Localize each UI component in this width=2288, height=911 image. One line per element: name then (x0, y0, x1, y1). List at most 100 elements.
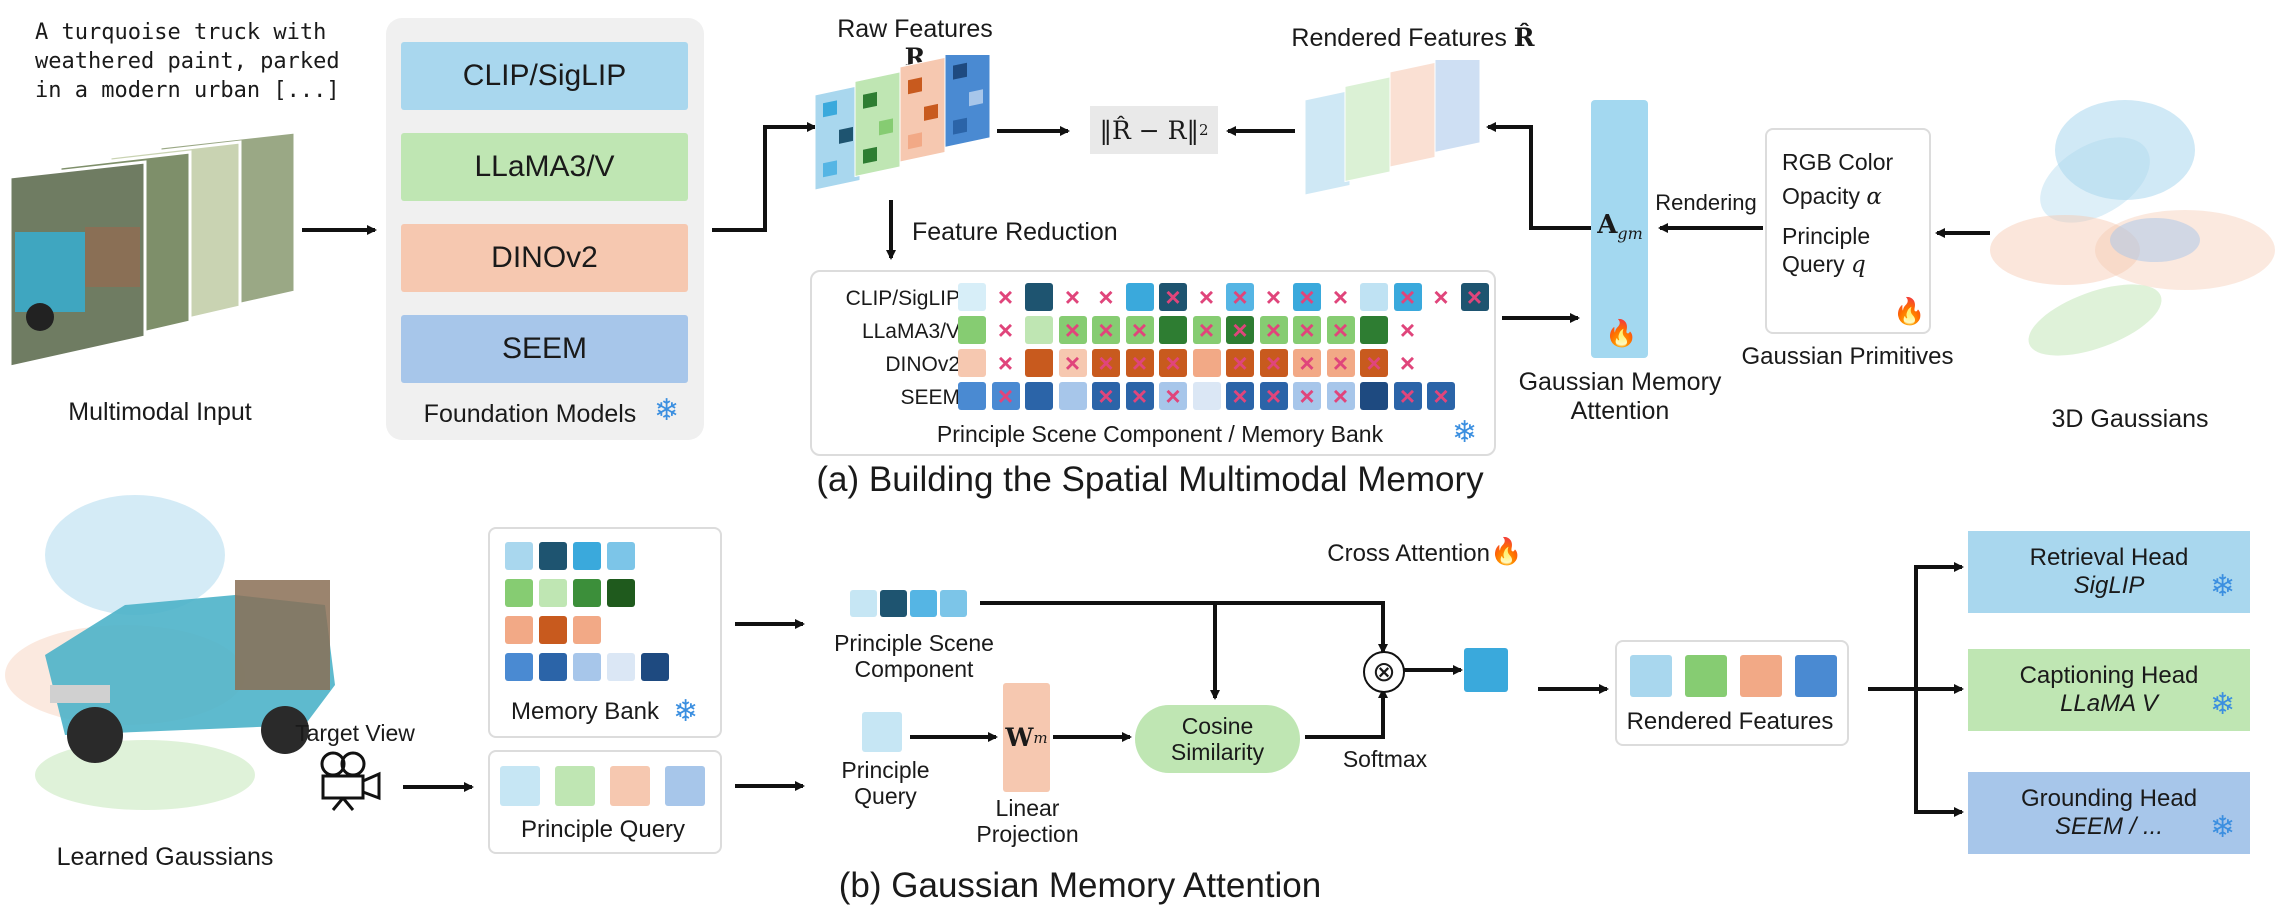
mb-cell (505, 616, 533, 644)
mb-cell (505, 542, 533, 570)
psc-cell (850, 590, 877, 617)
label-memory-bank-title: Principle Scene Component / Memory Bank (936, 421, 1384, 447)
multiply-operator: ⊗ (1363, 651, 1405, 693)
memory-cell-masked: × (1192, 283, 1221, 311)
memory-cell (1025, 382, 1053, 410)
memory-cell-masked: × (1092, 382, 1120, 410)
mb-cell (607, 653, 635, 681)
memory-cell-masked: × (1092, 316, 1120, 344)
label-gaussian-primitives: Gaussian Primitives (1741, 343, 1954, 370)
memory-cell-masked: × (1393, 382, 1422, 410)
rf-cell-seem (1795, 655, 1837, 697)
rf-cell-dino (1740, 655, 1782, 697)
label-principle-scene-component: Principle Scene Component (834, 630, 994, 683)
label-principle-query-small: Principle Query (841, 757, 930, 810)
mb-cell (573, 616, 601, 644)
memory-cell-masked: × (1293, 283, 1321, 311)
memory-cell (1025, 349, 1053, 377)
memory-cell-masked: × (1159, 349, 1187, 377)
memory-cell-masked: × (1226, 283, 1254, 311)
pq-cell-llama (555, 766, 595, 806)
memory-cell-masked: × (1125, 382, 1154, 410)
mb-cell (641, 653, 669, 681)
memory-cell-masked: × (1427, 382, 1455, 410)
trainable-fire-icon: 🔥 (1605, 318, 1638, 348)
pq-small-cell (862, 712, 902, 752)
memory-cell (1360, 382, 1388, 410)
memory-bank-snowflake-icon: ❄ (1452, 416, 1478, 449)
memory-cell-masked: × (1393, 283, 1422, 311)
memory-cell-masked: × (1326, 382, 1355, 410)
memory-cell-masked: × (1460, 283, 1489, 311)
mb-cell (539, 542, 567, 570)
rf-cell-clip (1630, 655, 1672, 697)
learned-gaussians-image (5, 495, 335, 810)
model-seem: SEEM (401, 315, 688, 383)
model-dino: DINOv2 (401, 224, 688, 292)
attention-bar (1591, 100, 1648, 358)
psc-cell (910, 590, 937, 617)
label-rendered-features-top: Rendered Features R̂ (1291, 23, 1535, 52)
label-cross-attention: Cross Attention (1327, 540, 1490, 567)
memory-cell-masked: × (991, 283, 1020, 311)
memory-cell-masked: × (991, 349, 1020, 377)
memory-cell-masked: × (1427, 283, 1455, 311)
label-softmax: Softmax (1342, 746, 1428, 772)
pq-cell-clip (500, 766, 540, 806)
arrow-component-to-otimes (980, 601, 1388, 654)
memory-row-labels: CLIP/SigLIP LLaMA3/V DINOv2 SEEM (845, 287, 960, 409)
memory-cell-masked: × (1226, 382, 1254, 410)
gaussian-blobs (1990, 100, 2275, 356)
label-principle-query: Principle Query (520, 816, 686, 843)
arrow-softmax-to-otimes (1305, 688, 1388, 739)
memory-cell-masked: × (1125, 349, 1154, 377)
label-feature-reduction: Feature Reduction (912, 218, 1118, 246)
caption-b: (b) Gaussian Memory Attention (838, 866, 1322, 905)
image-frame-front (10, 160, 147, 369)
label-target-view: Target View (295, 720, 415, 746)
label-memory-bank: Memory Bank (510, 698, 660, 725)
memory-cell-masked: × (1058, 349, 1087, 377)
memory-cell-masked: × (1259, 349, 1288, 377)
input-image-stack (10, 132, 297, 369)
memory-cell-masked: × (1159, 283, 1187, 311)
label-learned-gaussians: Learned Gaussians (56, 843, 274, 871)
mb-cell (573, 542, 601, 570)
memory-cell-masked: × (1326, 349, 1355, 377)
pq-cell-seem (665, 766, 705, 806)
label-multimodal-input: Multimodal Input (68, 398, 252, 426)
mb-cell (573, 579, 601, 607)
label-rendered-features-bottom: Rendered Features (1626, 708, 1834, 735)
memory-cell-masked: × (1259, 283, 1288, 311)
memory-cell (958, 316, 986, 344)
label-rendering: Rendering (1655, 190, 1757, 215)
memory-cell-masked: × (1326, 316, 1355, 344)
memory-cell-masked: × (1125, 316, 1154, 344)
arrow-to-retrieval (1914, 562, 1964, 689)
memory-cell-masked: × (1159, 382, 1187, 410)
psc-cell (940, 590, 967, 617)
gaussian-primitives-box (1765, 128, 1931, 334)
memory-cell-masked: × (991, 382, 1020, 410)
memory-cell-masked: × (1393, 349, 1422, 377)
retrieval-snowflake-icon: ❄ (2210, 570, 2236, 603)
memory-cell-masked: × (1293, 382, 1321, 410)
camera-icon (320, 751, 381, 811)
label-linear-projection: Linear Projection (976, 795, 1079, 848)
pq-cell-dino (610, 766, 650, 806)
rf-cell-llama (1685, 655, 1727, 697)
memory-cell-masked: × (1058, 283, 1087, 311)
cross-attention-fire-icon: 🔥 (1490, 536, 1523, 566)
memory-cell (958, 382, 986, 410)
mb-cell (607, 579, 635, 607)
captioning-snowflake-icon: ❄ (2210, 688, 2236, 721)
grounding-snowflake-icon: ❄ (2210, 811, 2236, 844)
memory-cell-masked: × (1092, 283, 1120, 311)
caption-a: (a) Building the Spatial Multimodal Memo… (816, 460, 1484, 499)
cosine-similarity-block: Cosine Similarity (1135, 705, 1300, 773)
primitive-list: RGB Color Opacity α Principle Query q (1782, 149, 1894, 278)
memory-cell-masked: × (1326, 283, 1355, 311)
mb-cell (539, 616, 567, 644)
